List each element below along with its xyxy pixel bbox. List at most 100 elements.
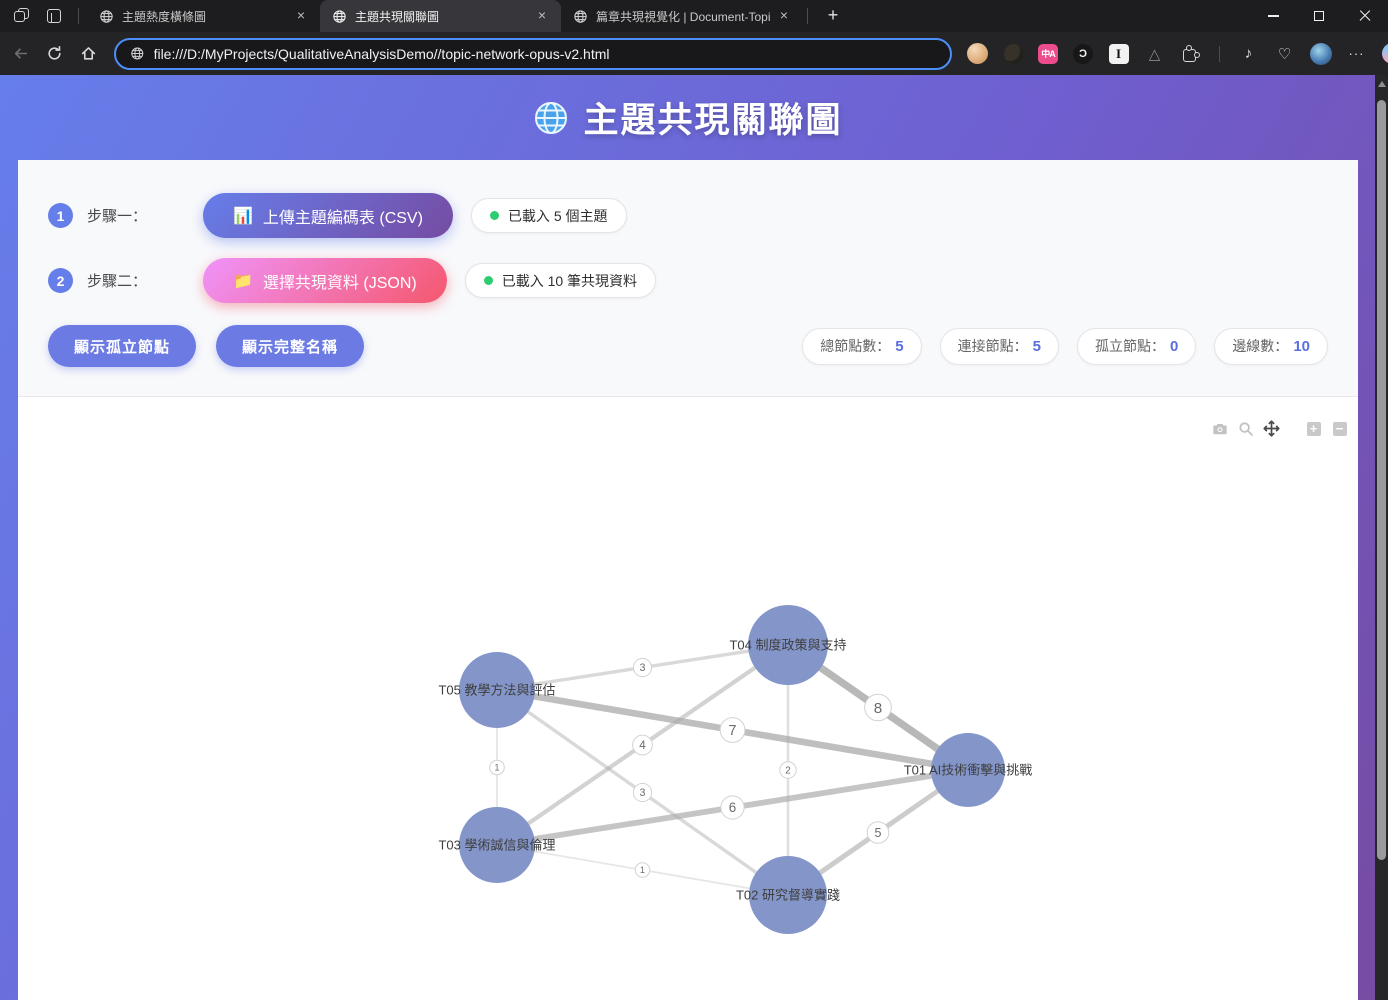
- dark-circle-extension-icon[interactable]: C: [1071, 42, 1094, 65]
- control-panel: 1 步驟一： 📊 上傳主題編碼表 (CSV) 已載入 5 個主題 2 步驟二：: [18, 160, 1358, 397]
- graph-node-label: T01 AI技術衝擊與挑戰: [904, 763, 1033, 778]
- zoom-in-icon[interactable]: +: [1305, 420, 1322, 437]
- browser-tab-docviz[interactable]: 篇章共現視覺化 | Document-Topi ×: [561, 0, 803, 32]
- graph-node-T02[interactable]: [749, 856, 827, 934]
- tab-title: 主題共現關聯圖: [355, 9, 440, 24]
- edge-weight-label: 6: [729, 800, 736, 815]
- step-number-badge: 1: [48, 203, 73, 228]
- upload-csv-button[interactable]: 📊 上傳主題編碼表 (CSV): [203, 193, 453, 238]
- edge-weight-label: 7: [729, 723, 737, 739]
- scrollbar-thumb[interactable]: [1377, 100, 1386, 860]
- globe-favicon-icon: [100, 9, 113, 23]
- dark-mode-extension-icon[interactable]: [1002, 42, 1025, 65]
- page-title: 主題共現關聯圖: [583, 101, 843, 140]
- edge-weight-badge: [634, 862, 651, 878]
- stat-isolated-nodes: 孤立節點：0: [1076, 327, 1197, 365]
- profile-avatar[interactable]: [1309, 42, 1332, 65]
- edge-weight-badge: [864, 693, 892, 722]
- zoom-icon[interactable]: [1237, 420, 1254, 437]
- tab-title: 主題熱度橫條圖: [122, 9, 207, 24]
- browser-tab-heatbar[interactable]: 主題熱度橫條圖 ×: [87, 0, 320, 32]
- translate-extension-icon[interactable]: 中A: [1038, 43, 1058, 64]
- copilot-icon[interactable]: [1381, 42, 1388, 65]
- step-number-badge: 2: [48, 268, 73, 293]
- browser-tab-network-active[interactable]: 主題共現關聯圖 ×: [320, 0, 561, 32]
- step-row-1: 1 步驟一： 📊 上傳主題編碼表 (CSV) 已載入 5 個主題: [48, 193, 1328, 238]
- globe-favicon-icon: [574, 9, 587, 23]
- select-json-button[interactable]: 📁 選擇共現資料 (JSON): [203, 258, 447, 303]
- folder-icon: 📁: [233, 272, 253, 290]
- toggle-full-names-button[interactable]: 顯示完整名稱: [216, 325, 365, 367]
- avatar-extension-icon[interactable]: [966, 42, 989, 65]
- divider: [1219, 45, 1220, 62]
- close-tab-icon[interactable]: ×: [296, 7, 306, 23]
- capital-i-extension-icon[interactable]: I: [1107, 42, 1130, 65]
- pan-icon[interactable]: [1263, 420, 1280, 437]
- home-icon[interactable]: [74, 40, 102, 68]
- new-tab-button[interactable]: +: [827, 5, 839, 25]
- url-bar[interactable]: [114, 37, 952, 70]
- step-label: 步驟一：: [87, 208, 148, 225]
- graph-node-T04[interactable]: [748, 605, 828, 685]
- camera-download-icon[interactable]: [1211, 420, 1228, 437]
- browser-toolbar: 中A C I △ ♪ ♡ ···: [0, 32, 1388, 75]
- back-icon[interactable]: [6, 40, 34, 68]
- edge-weight-badge: [720, 795, 745, 820]
- globe-title-icon: [535, 101, 568, 134]
- minimize-button[interactable]: [1250, 0, 1296, 32]
- edge-weight-badge: [632, 657, 653, 678]
- edge-weight-badge: [866, 821, 890, 844]
- scrollbar-up-arrow[interactable]: [1378, 81, 1386, 87]
- close-tab-icon[interactable]: ×: [779, 7, 789, 23]
- graph-node-label: T05 教學方法與評估: [438, 683, 555, 698]
- close-window-button[interactable]: [1342, 0, 1388, 32]
- maximize-button[interactable]: [1296, 0, 1342, 32]
- divider: [807, 8, 808, 24]
- edge-weight-label: 2: [785, 765, 790, 776]
- control-row: 顯示孤立節點 顯示完整名稱 總節點數：5 連接節點：5 孤立節點：0: [48, 325, 1328, 367]
- stats-group: 總節點數：5 連接節點：5 孤立節點：0 邊線數：10: [802, 327, 1328, 365]
- refresh-icon[interactable]: [40, 40, 68, 68]
- tab-actions-icon[interactable]: [44, 6, 64, 26]
- edge-weight-label: 3: [640, 662, 646, 674]
- window-controls: [1250, 0, 1388, 32]
- step-label: 步驟二：: [87, 273, 148, 290]
- page-header: 主題共現關聯圖: [18, 75, 1358, 160]
- step-row-2: 2 步驟二： 📁 選擇共現資料 (JSON) 已載入 10 筆共現資料: [48, 258, 1328, 303]
- extensions-puzzle-icon[interactable]: [1179, 42, 1202, 65]
- edge-weight-badge: [489, 759, 505, 776]
- graph-node-T03[interactable]: [459, 807, 535, 883]
- bar-chart-icon: 📊: [233, 207, 253, 225]
- panel-icon: [47, 9, 61, 23]
- page-scrollbar[interactable]: [1375, 75, 1388, 1000]
- triangle-extension-icon[interactable]: △: [1148, 45, 1161, 63]
- page-background: 主題共現關聯圖 1 步驟一： 📊 上傳主題編碼表 (CSV) 已載入 5 個主題: [0, 75, 1388, 1000]
- zoom-out-icon[interactable]: −: [1331, 420, 1348, 437]
- plotly-modebar: + −: [1211, 420, 1348, 437]
- music-extension-icon[interactable]: ♪: [1244, 45, 1253, 62]
- content-card: 主題共現關聯圖 1 步驟一： 📊 上傳主題編碼表 (CSV) 已載入 5 個主題: [18, 75, 1358, 1000]
- extensions-row: 中A C I △ ♪ ♡ ···: [966, 42, 1388, 65]
- toggle-isolated-nodes-button[interactable]: 顯示孤立節點: [48, 325, 197, 367]
- edge-weight-badge: [779, 761, 797, 779]
- edge-weight-badge: [632, 782, 653, 803]
- graph-node-T01[interactable]: [931, 733, 1005, 807]
- edge-weight-label: 3: [640, 787, 646, 799]
- graph-node-T05[interactable]: [459, 652, 535, 728]
- workspaces-icon[interactable]: [12, 6, 32, 26]
- close-tab-icon[interactable]: ×: [537, 7, 547, 23]
- more-menu-icon[interactable]: ···: [1348, 46, 1365, 61]
- globe-icon: [131, 47, 144, 60]
- stat-connected-nodes: 連接節點：5: [939, 327, 1059, 365]
- edge-weight-badge: [632, 734, 653, 756]
- edge-weight-label: 1: [495, 763, 500, 773]
- url-input[interactable]: [153, 45, 936, 62]
- health-extension-icon[interactable]: ♡: [1277, 45, 1292, 63]
- graph-node-label: T03 學術誠信與倫理: [438, 838, 555, 853]
- status-dot: [489, 211, 499, 220]
- edge-weight-label: 1: [640, 865, 645, 875]
- divider: [78, 8, 79, 24]
